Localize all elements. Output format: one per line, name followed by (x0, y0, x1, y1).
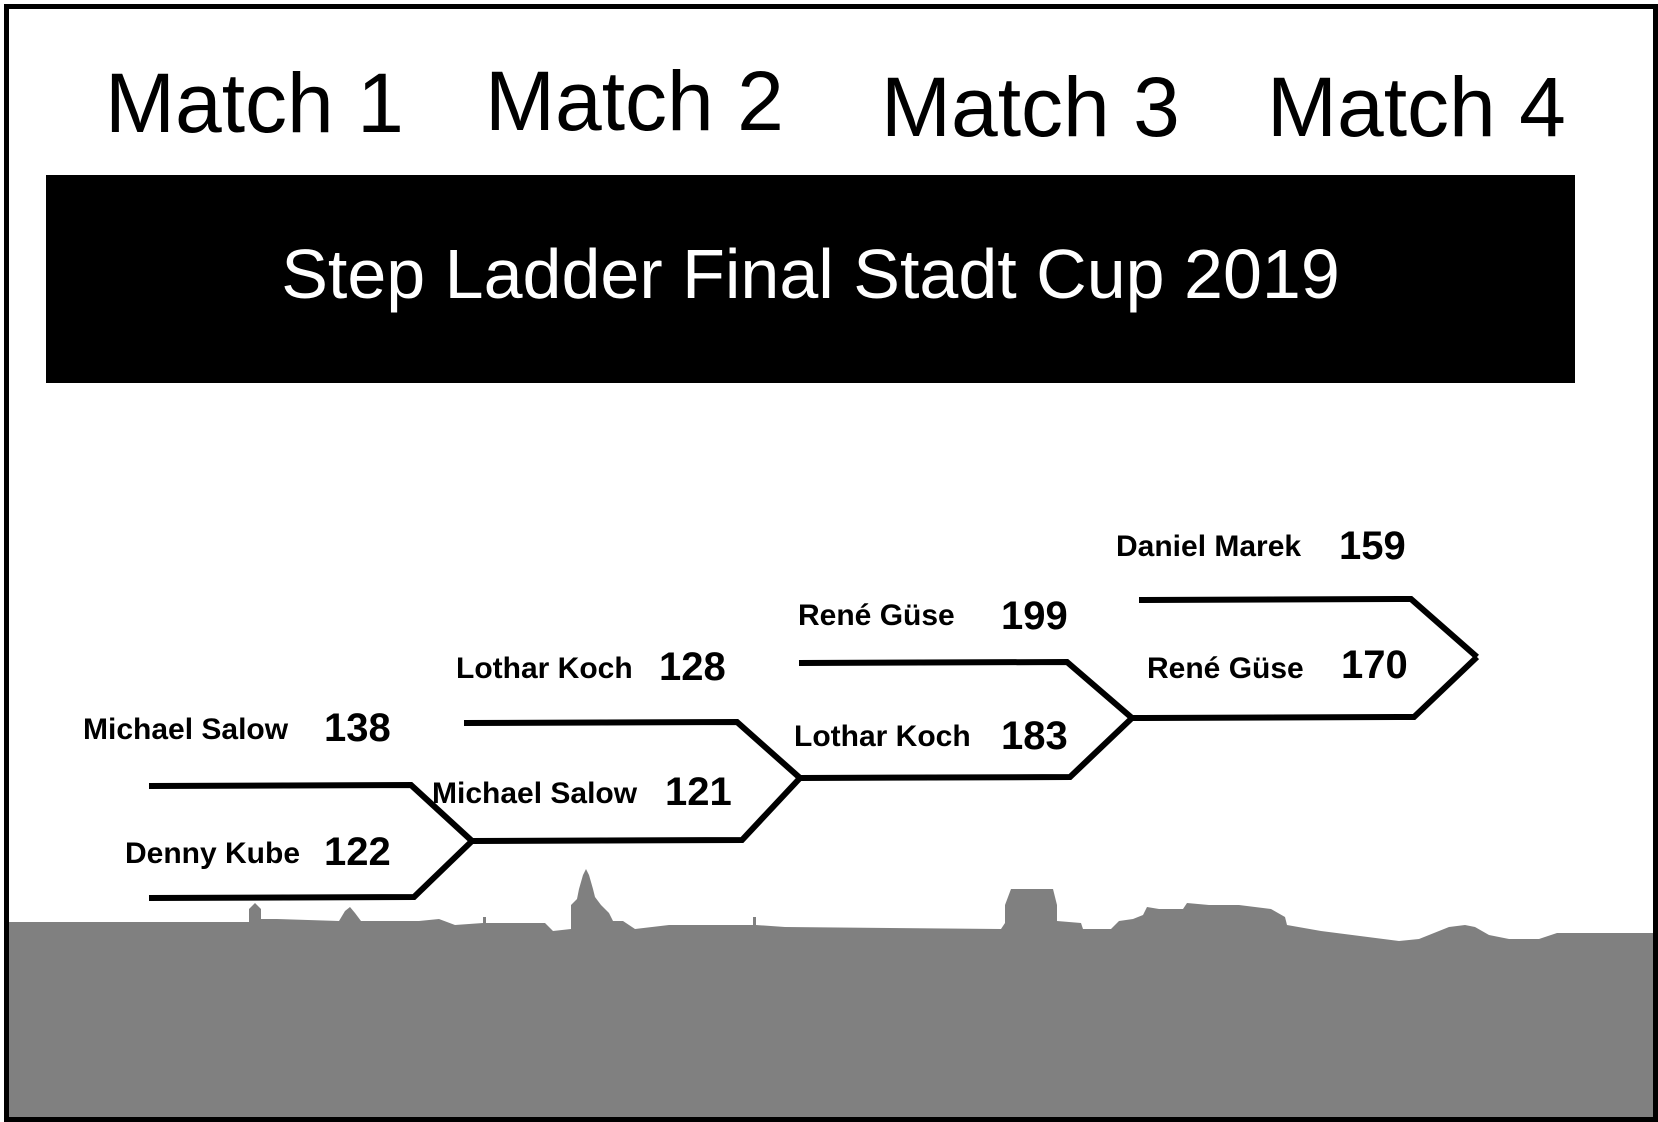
match-1-bottom-line (148, 838, 475, 901)
match-2-top-line (463, 718, 802, 781)
match-1-top-name: Michael Salow (83, 713, 289, 746)
city-skyline (9, 869, 1653, 1117)
match-2-top-score: 128 (659, 645, 726, 689)
match-2-bottom-line (471, 775, 803, 844)
match-4-bracket: Daniel Marek 159 René Güse 170 (1116, 524, 1480, 721)
match-1-heading: Match 1 (105, 56, 404, 150)
match-4-top-score: 159 (1339, 524, 1406, 568)
ladder-diagram: Michael Salow 138 Denny Kube 122 Lothar … (9, 524, 1653, 1117)
match-2-bottom-score: 121 (665, 770, 732, 814)
match-4-bottom-line (1131, 654, 1480, 721)
match-2-top-name: Lothar Koch (456, 652, 633, 685)
match-2-heading: Match 2 (485, 54, 784, 148)
match-1-bottom-name: Denny Kube (125, 837, 300, 870)
match-4-top-name: Daniel Marek (1116, 530, 1301, 563)
match-1-top-line (148, 781, 475, 844)
match-3-bottom-score: 183 (1001, 714, 1068, 758)
match-2-bracket: Lothar Koch 128 Michael Salow 121 (432, 645, 803, 844)
banner-title: Step Ladder Final Stadt Cup 2019 (281, 235, 1340, 313)
match-1-bracket: Michael Salow 138 Denny Kube 122 (83, 706, 475, 901)
poster-frame: Match 1 Match 2 Match 3 Match 4 Step Lad… (4, 4, 1658, 1122)
match-3-top-line (798, 658, 1134, 721)
match-4-bottom-name: René Güse (1147, 652, 1304, 685)
match-3-bracket: René Güse 199 Lothar Koch 183 (794, 594, 1135, 781)
title-banner: Step Ladder Final Stadt Cup 2019 (46, 175, 1575, 383)
match-1-top-score: 138 (324, 706, 391, 750)
match-3-bottom-line (799, 715, 1135, 781)
match-2-bottom-name: Michael Salow (432, 777, 638, 810)
match-1-bottom-score: 122 (324, 830, 391, 874)
match-4-bottom-score: 170 (1341, 643, 1408, 687)
match-4-heading: Match 4 (1267, 60, 1566, 154)
match-3-heading: Match 3 (881, 60, 1180, 154)
match-3-bottom-name: Lothar Koch (794, 720, 971, 753)
match-3-top-name: René Güse (798, 599, 955, 632)
match-4-top-line (1138, 595, 1479, 660)
match-3-top-score: 199 (1001, 594, 1068, 638)
